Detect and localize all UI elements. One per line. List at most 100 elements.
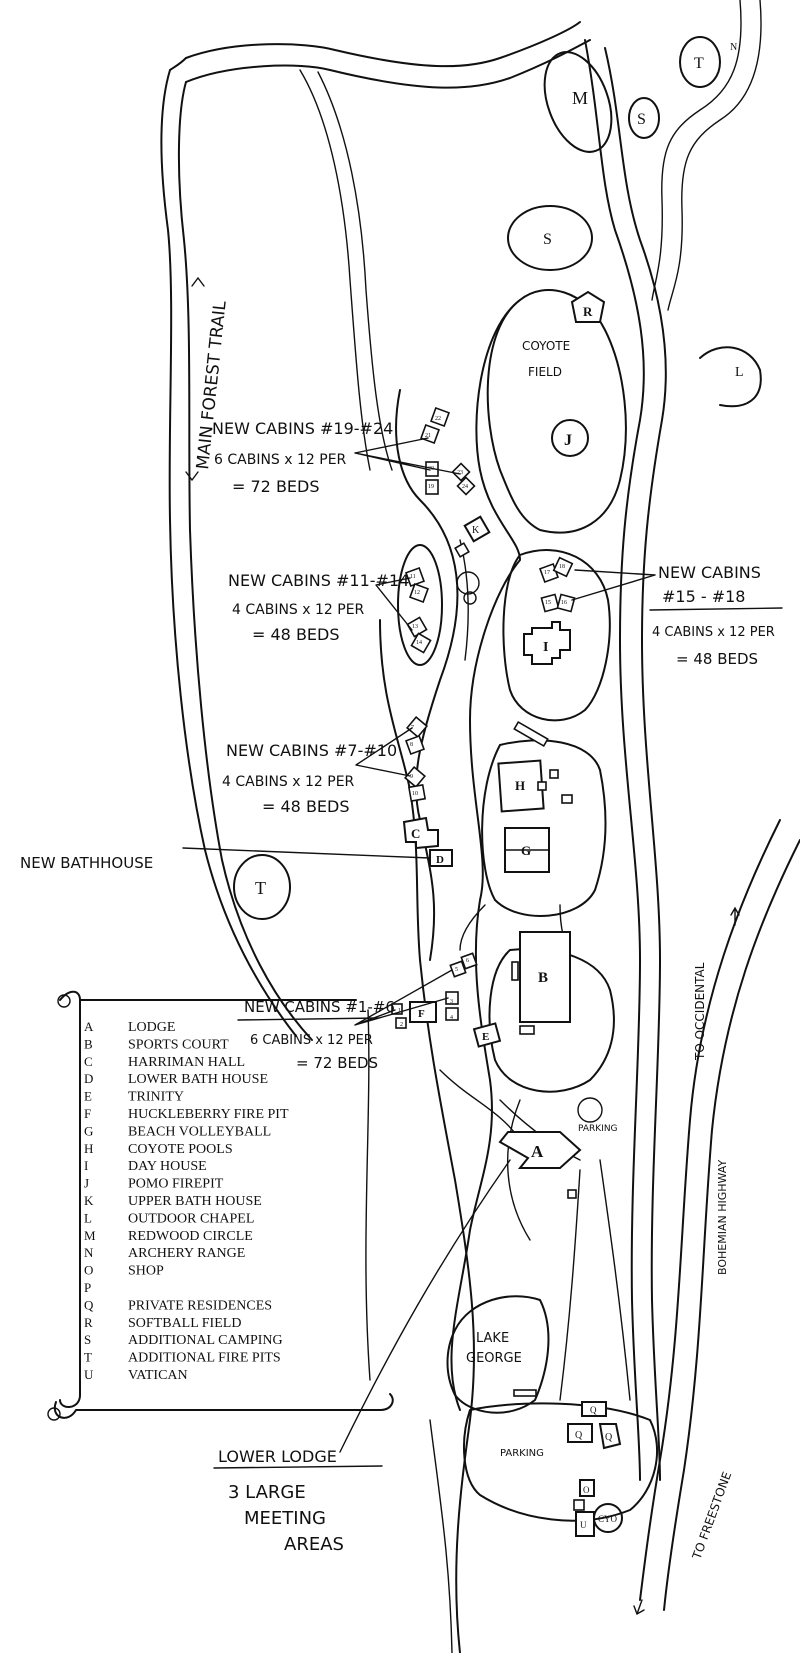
cabin-number: 2 (400, 1022, 403, 1028)
label-cyo: CYO (598, 1514, 618, 1524)
legend-letter: U (84, 1367, 94, 1382)
parking-lower-label: PARKING (500, 1448, 544, 1459)
legend-letter: P (84, 1280, 91, 1295)
building-a (498, 1131, 582, 1169)
legend-name: LODGE (128, 1020, 175, 1035)
cabin-number: 6 (466, 958, 469, 964)
building-c (402, 816, 439, 850)
legend-letter: L (84, 1210, 92, 1225)
legend-letter: R (84, 1315, 93, 1330)
svg-text:= 72 BEDS: = 72 BEDS (232, 477, 320, 496)
site-t-top (679, 36, 721, 88)
site-s-top (628, 97, 660, 139)
cabins-7-10 (404, 716, 428, 803)
cabin-number: 7 (411, 725, 414, 731)
cabin-number: 23 (457, 470, 463, 476)
legend-letter: I (84, 1158, 88, 1173)
coyote-field-label-1: COYOTE (522, 339, 570, 353)
svg-text:4 CABINS x 12 PER: 4 CABINS x 12 PER (222, 774, 355, 790)
svg-text:NEW CABINS #7-#10: NEW CABINS #7-#10 (226, 741, 397, 760)
building-b (519, 931, 571, 1023)
svg-text:NEW BATHHOUSE: NEW BATHHOUSE (20, 854, 153, 872)
road-highway: BOHEMIAN HIGHWAY (716, 1160, 729, 1275)
svg-text:LOWER LODGE: LOWER LODGE (218, 1447, 337, 1466)
legend-name: TRINITY (128, 1090, 184, 1105)
legend-letter: F (84, 1106, 91, 1121)
legend-name: HUCKLEBERRY FIRE PIT (128, 1107, 289, 1122)
svg-text:NEW CABINS #19-#24: NEW CABINS #19-#24 (212, 419, 393, 438)
label-t-top: T (694, 55, 704, 72)
label-q2: Q (575, 1430, 583, 1441)
svg-text:NEW CABINS #1-#6: NEW CABINS #1-#6 (244, 998, 395, 1016)
svg-text:4 CABINS x 12 PER: 4 CABINS x 12 PER (232, 602, 365, 618)
building-i (523, 621, 571, 665)
site-s-mid (507, 205, 593, 271)
legend-name: COYOTE POOLS (128, 1142, 233, 1157)
label-g: G (521, 843, 531, 858)
label-r: R (583, 304, 593, 319)
svg-text:#15 - #18: #15 - #18 (662, 587, 745, 606)
legend-letter: Q (84, 1297, 94, 1312)
legend-name: UPPER BATH HOUSE (128, 1194, 262, 1209)
label-h: H (515, 778, 525, 793)
cabin-number: 1 (398, 1008, 401, 1014)
legend-name: ADDITIONAL CAMPING (128, 1333, 283, 1348)
legend-letter: C (84, 1054, 93, 1069)
annotation-cabins-7-10: NEW CABINS #7-#10 4 CABINS x 12 PER = 48… (222, 741, 397, 816)
label-l: L (735, 365, 744, 380)
legend-name: SPORTS COURT (128, 1037, 229, 1052)
cabin-number: 18 (559, 564, 565, 570)
cabin-number: 24 (462, 484, 468, 490)
cabin-number: 17 (544, 570, 550, 576)
building-e (472, 1022, 502, 1048)
legend-name: POMO FIREPIT (128, 1177, 224, 1192)
legend-letter: H (84, 1141, 93, 1156)
label-n: N (730, 42, 737, 53)
label-q1: Q (590, 1405, 597, 1415)
label-t-left: T (255, 878, 266, 898)
label-u: U (580, 1520, 587, 1530)
legend-letter: N (84, 1245, 94, 1260)
label-a: A (531, 1142, 544, 1161)
coyote-field (486, 289, 627, 534)
legend-letter: B (84, 1036, 93, 1051)
annotation-cabins-15-18: NEW CABINS #15 - #18 4 CABINS x 12 PER =… (649, 563, 783, 668)
cabin-number: 4 (450, 1015, 453, 1021)
legend-name: PRIVATE RESIDENCES (128, 1298, 272, 1313)
svg-text:6 CABINS x 12 PER: 6 CABINS x 12 PER (214, 452, 347, 468)
legend-name: OUTDOOR CHAPEL (128, 1211, 254, 1226)
building-o (579, 1479, 595, 1497)
label-q3: Q (605, 1432, 613, 1443)
label-c: C (411, 826, 420, 841)
legend-letter: S (84, 1332, 91, 1347)
legend-letter: K (84, 1193, 94, 1208)
cabin-number: 9 (410, 774, 413, 780)
legend-name: VATICAN (128, 1368, 188, 1383)
svg-text:4 CABINS x 12 PER: 4 CABINS x 12 PER (652, 625, 775, 640)
site-l (699, 346, 762, 408)
legend-name: SHOP (128, 1264, 164, 1279)
label-s-top: S (637, 111, 646, 128)
site-m (543, 51, 613, 153)
cabin-number: 8 (410, 742, 413, 748)
cabins-11-14 (405, 567, 432, 654)
cabins-11-14-enclosure (397, 544, 443, 666)
legend-name: ARCHERY RANGE (128, 1246, 245, 1261)
label-m: M (572, 88, 588, 108)
legend-name: LOWER BATH HOUSE (128, 1072, 268, 1087)
cabin-number: 16 (561, 600, 567, 606)
annotation-cabins-1-6: NEW CABINS #1-#6 6 CABINS x 12 PER = 72 … (237, 998, 395, 1072)
cabins-15-18 (539, 556, 576, 613)
cabin-number: 19 (428, 484, 434, 490)
svg-text:= 48 BEDS: = 48 BEDS (676, 650, 758, 668)
cabin-number: 10 (412, 791, 418, 797)
building-u (575, 1511, 595, 1537)
lake-label-2: GEORGE (466, 1351, 522, 1366)
building-q1 (581, 1401, 607, 1417)
svg-text:3 LARGE: 3 LARGE (228, 1482, 306, 1503)
main-forest-trail-label: MAIN FOREST TRAIL (193, 299, 231, 470)
annotation-lower-lodge: LOWER LODGE 3 LARGE MEETING AREAS (213, 1447, 383, 1555)
cabin-number: 22 (435, 416, 441, 422)
